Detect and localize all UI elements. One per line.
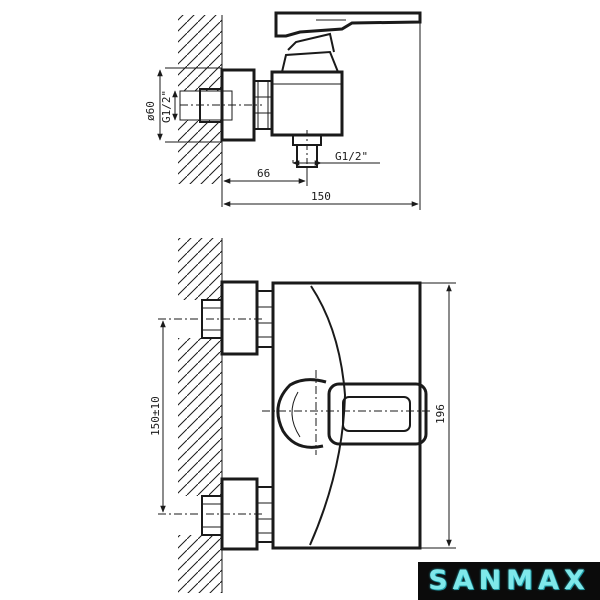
mixer-body-top: [270, 11, 422, 175]
front-view: 150±10 196: [149, 238, 456, 593]
dim-height-label: 196: [434, 404, 447, 424]
dim-spacing: 150±10: [149, 320, 166, 513]
wall-hatch-front: [178, 238, 223, 593]
dim-depth-total: 150: [223, 22, 421, 210]
dim-diameter: ø60: [144, 67, 222, 143]
wall-hatch-top: [178, 15, 223, 184]
dim-thread-inlet: G1/2": [160, 90, 178, 123]
brand-logo: SANMAX: [418, 562, 600, 600]
dim-depth-total-label: 150: [311, 190, 331, 203]
dim-diameter-label: ø60: [144, 101, 157, 121]
dim-thread-inlet-label: G1/2": [160, 90, 173, 123]
dim-depth-wall-label: 66: [257, 167, 270, 180]
mixer-body-front: [262, 281, 430, 550]
dim-thread-outlet: G1/2": [292, 150, 380, 166]
dim-depth-wall: 66: [221, 167, 308, 207]
dim-spacing-label: 150±10: [149, 396, 162, 436]
top-view: ø60 G1/2" G1/2" 66 150: [144, 11, 422, 210]
brand-logo-text: SANMAX: [428, 565, 590, 596]
dim-thread-outlet-label: G1/2": [335, 150, 368, 163]
dim-height: 196: [420, 282, 456, 549]
